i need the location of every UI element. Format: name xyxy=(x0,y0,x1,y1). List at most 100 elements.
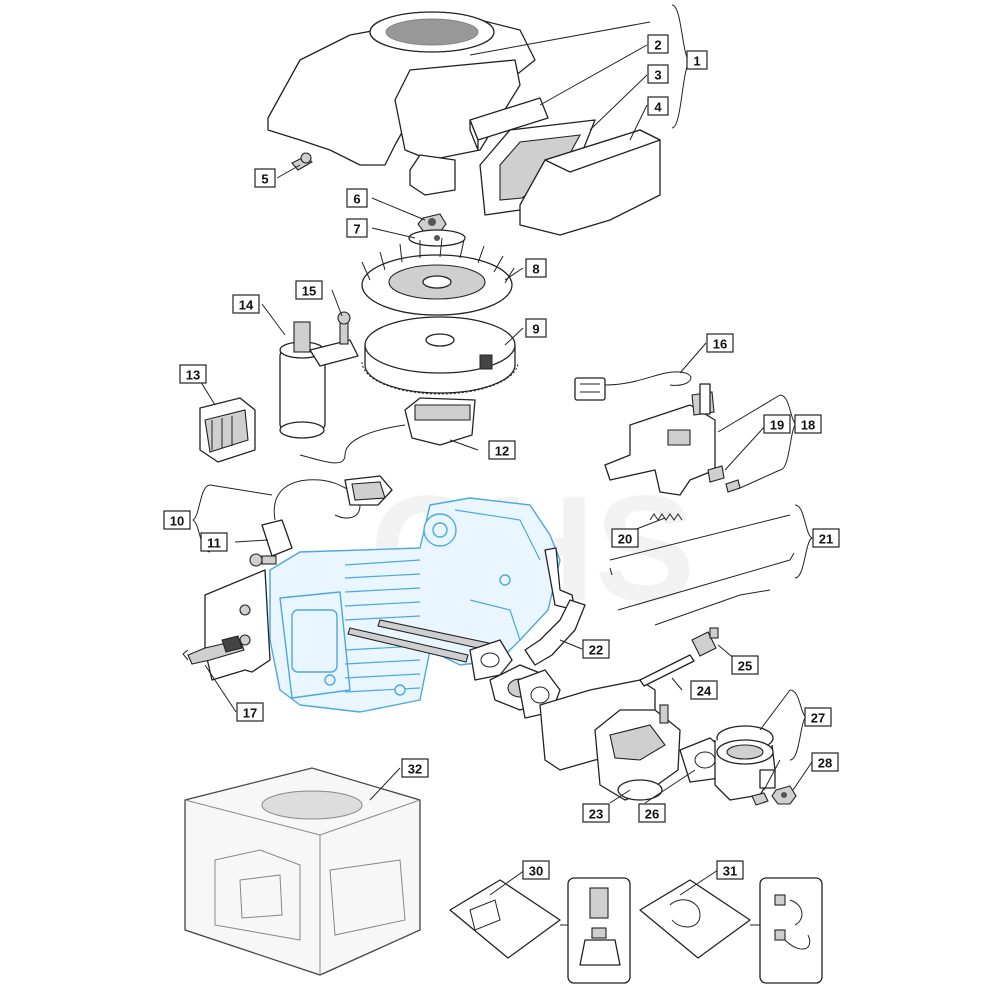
callout-7[interactable]: 7 xyxy=(346,218,368,238)
callout-box xyxy=(686,50,708,70)
callout-box xyxy=(804,707,832,727)
callout-6[interactable]: 6 xyxy=(346,188,368,208)
callout-2[interactable]: 2 xyxy=(647,34,669,54)
callout-number: 25 xyxy=(738,659,752,674)
callout-17[interactable]: 17 xyxy=(236,702,264,722)
carburetor[interactable] xyxy=(594,704,681,801)
callout-11[interactable]: 11 xyxy=(200,532,228,552)
callout-box xyxy=(254,168,276,188)
callout-5[interactable]: 5 xyxy=(254,168,276,188)
callout-number: 24 xyxy=(697,684,712,699)
callout-18[interactable]: 18 xyxy=(794,414,822,434)
callout-25[interactable]: 25 xyxy=(731,655,759,675)
carburetor-studs[interactable] xyxy=(347,619,499,663)
breather-tube[interactable] xyxy=(524,599,586,666)
callout-number: 32 xyxy=(408,762,422,777)
callout-32[interactable]: 32 xyxy=(401,758,429,778)
ignition-lead[interactable] xyxy=(261,475,393,557)
fuel-hose[interactable] xyxy=(639,654,695,687)
throttle-clip[interactable] xyxy=(707,465,741,493)
intake-gasket[interactable] xyxy=(469,639,513,681)
callout-15[interactable]: 15 xyxy=(295,280,323,300)
filter-frame[interactable] xyxy=(479,119,596,216)
callout-number: 6 xyxy=(353,192,360,207)
callout-number: 31 xyxy=(723,864,737,879)
air-filter[interactable] xyxy=(469,97,549,151)
linkage-rods[interactable] xyxy=(609,514,795,626)
throttle-control[interactable] xyxy=(604,383,716,496)
callout-box xyxy=(163,510,191,530)
callout-23[interactable]: 23 xyxy=(582,803,610,823)
callout-number: 8 xyxy=(532,262,539,277)
callout-number: 14 xyxy=(239,298,254,313)
callout-number: 21 xyxy=(819,532,833,547)
flywheel-nut[interactable] xyxy=(417,213,447,233)
governor-spring[interactable] xyxy=(649,513,683,521)
callout-3[interactable]: 3 xyxy=(647,64,669,84)
callout-26[interactable]: 26 xyxy=(638,803,666,823)
callout-number: 28 xyxy=(818,756,832,771)
callout-box xyxy=(525,318,547,338)
shield-screw[interactable] xyxy=(249,553,277,567)
cooling-fan[interactable] xyxy=(361,237,515,316)
callout-box xyxy=(716,860,744,880)
regulator-module[interactable] xyxy=(199,397,256,463)
fan-plate[interactable] xyxy=(408,229,466,247)
callout-box xyxy=(811,752,839,772)
callout-box xyxy=(179,364,207,384)
callout-number: 2 xyxy=(654,38,661,53)
callout-24[interactable]: 24 xyxy=(690,680,718,700)
callout-31[interactable]: 31 xyxy=(716,860,744,880)
callout-19[interactable]: 19 xyxy=(763,414,791,434)
callout-number: 30 xyxy=(529,864,543,879)
complete-engine-kit[interactable] xyxy=(184,767,421,976)
callout-28[interactable]: 28 xyxy=(811,752,839,772)
air-intake-elbow[interactable] xyxy=(714,725,776,801)
intake-nut[interactable] xyxy=(751,785,797,806)
air-filter-cover[interactable] xyxy=(519,129,661,236)
flywheel[interactable] xyxy=(361,316,519,395)
callout-number: 15 xyxy=(302,284,316,299)
starter-repair-kit[interactable] xyxy=(449,877,631,984)
engine-shield[interactable] xyxy=(204,569,271,681)
callout-box xyxy=(401,758,429,778)
callout-number: 5 xyxy=(261,172,268,187)
callout-21[interactable]: 21 xyxy=(812,528,840,548)
callout-1[interactable]: 1 xyxy=(686,50,708,70)
callout-number: 1 xyxy=(693,54,700,69)
callout-30[interactable]: 30 xyxy=(522,860,550,880)
starter-bolt[interactable] xyxy=(337,311,351,345)
governor-arm[interactable] xyxy=(544,547,576,611)
callout-14[interactable]: 14 xyxy=(232,294,260,314)
fuel-fitting[interactable] xyxy=(691,627,719,657)
callout-box xyxy=(346,188,368,208)
callout-20[interactable]: 20 xyxy=(611,528,639,548)
callout-number: 23 xyxy=(589,807,603,822)
wiring-harness[interactable] xyxy=(574,371,692,401)
callout-27[interactable]: 27 xyxy=(804,707,832,727)
callout-box xyxy=(346,218,368,238)
callout-16[interactable]: 16 xyxy=(706,333,734,353)
starter-motor[interactable] xyxy=(279,321,359,439)
callout-box xyxy=(582,639,610,659)
callout-9[interactable]: 9 xyxy=(525,318,547,338)
callout-box xyxy=(522,860,550,880)
callout-box xyxy=(638,803,666,823)
callout-box xyxy=(525,258,547,278)
callout-4[interactable]: 4 xyxy=(647,96,669,116)
spark-plug[interactable] xyxy=(182,635,245,665)
callout-8[interactable]: 8 xyxy=(525,258,547,278)
callout-13[interactable]: 13 xyxy=(179,364,207,384)
electrical-repair-kit[interactable] xyxy=(639,877,823,984)
callout-10[interactable]: 10 xyxy=(163,510,191,530)
callout-number: 3 xyxy=(654,68,661,83)
ignition-coil[interactable] xyxy=(299,397,476,464)
callout-box xyxy=(794,414,822,434)
callout-box xyxy=(731,655,759,675)
callout-box xyxy=(812,528,840,548)
callout-12[interactable]: 12 xyxy=(488,440,516,460)
callout-22[interactable]: 22 xyxy=(582,639,610,659)
callout-number: 20 xyxy=(618,532,632,547)
